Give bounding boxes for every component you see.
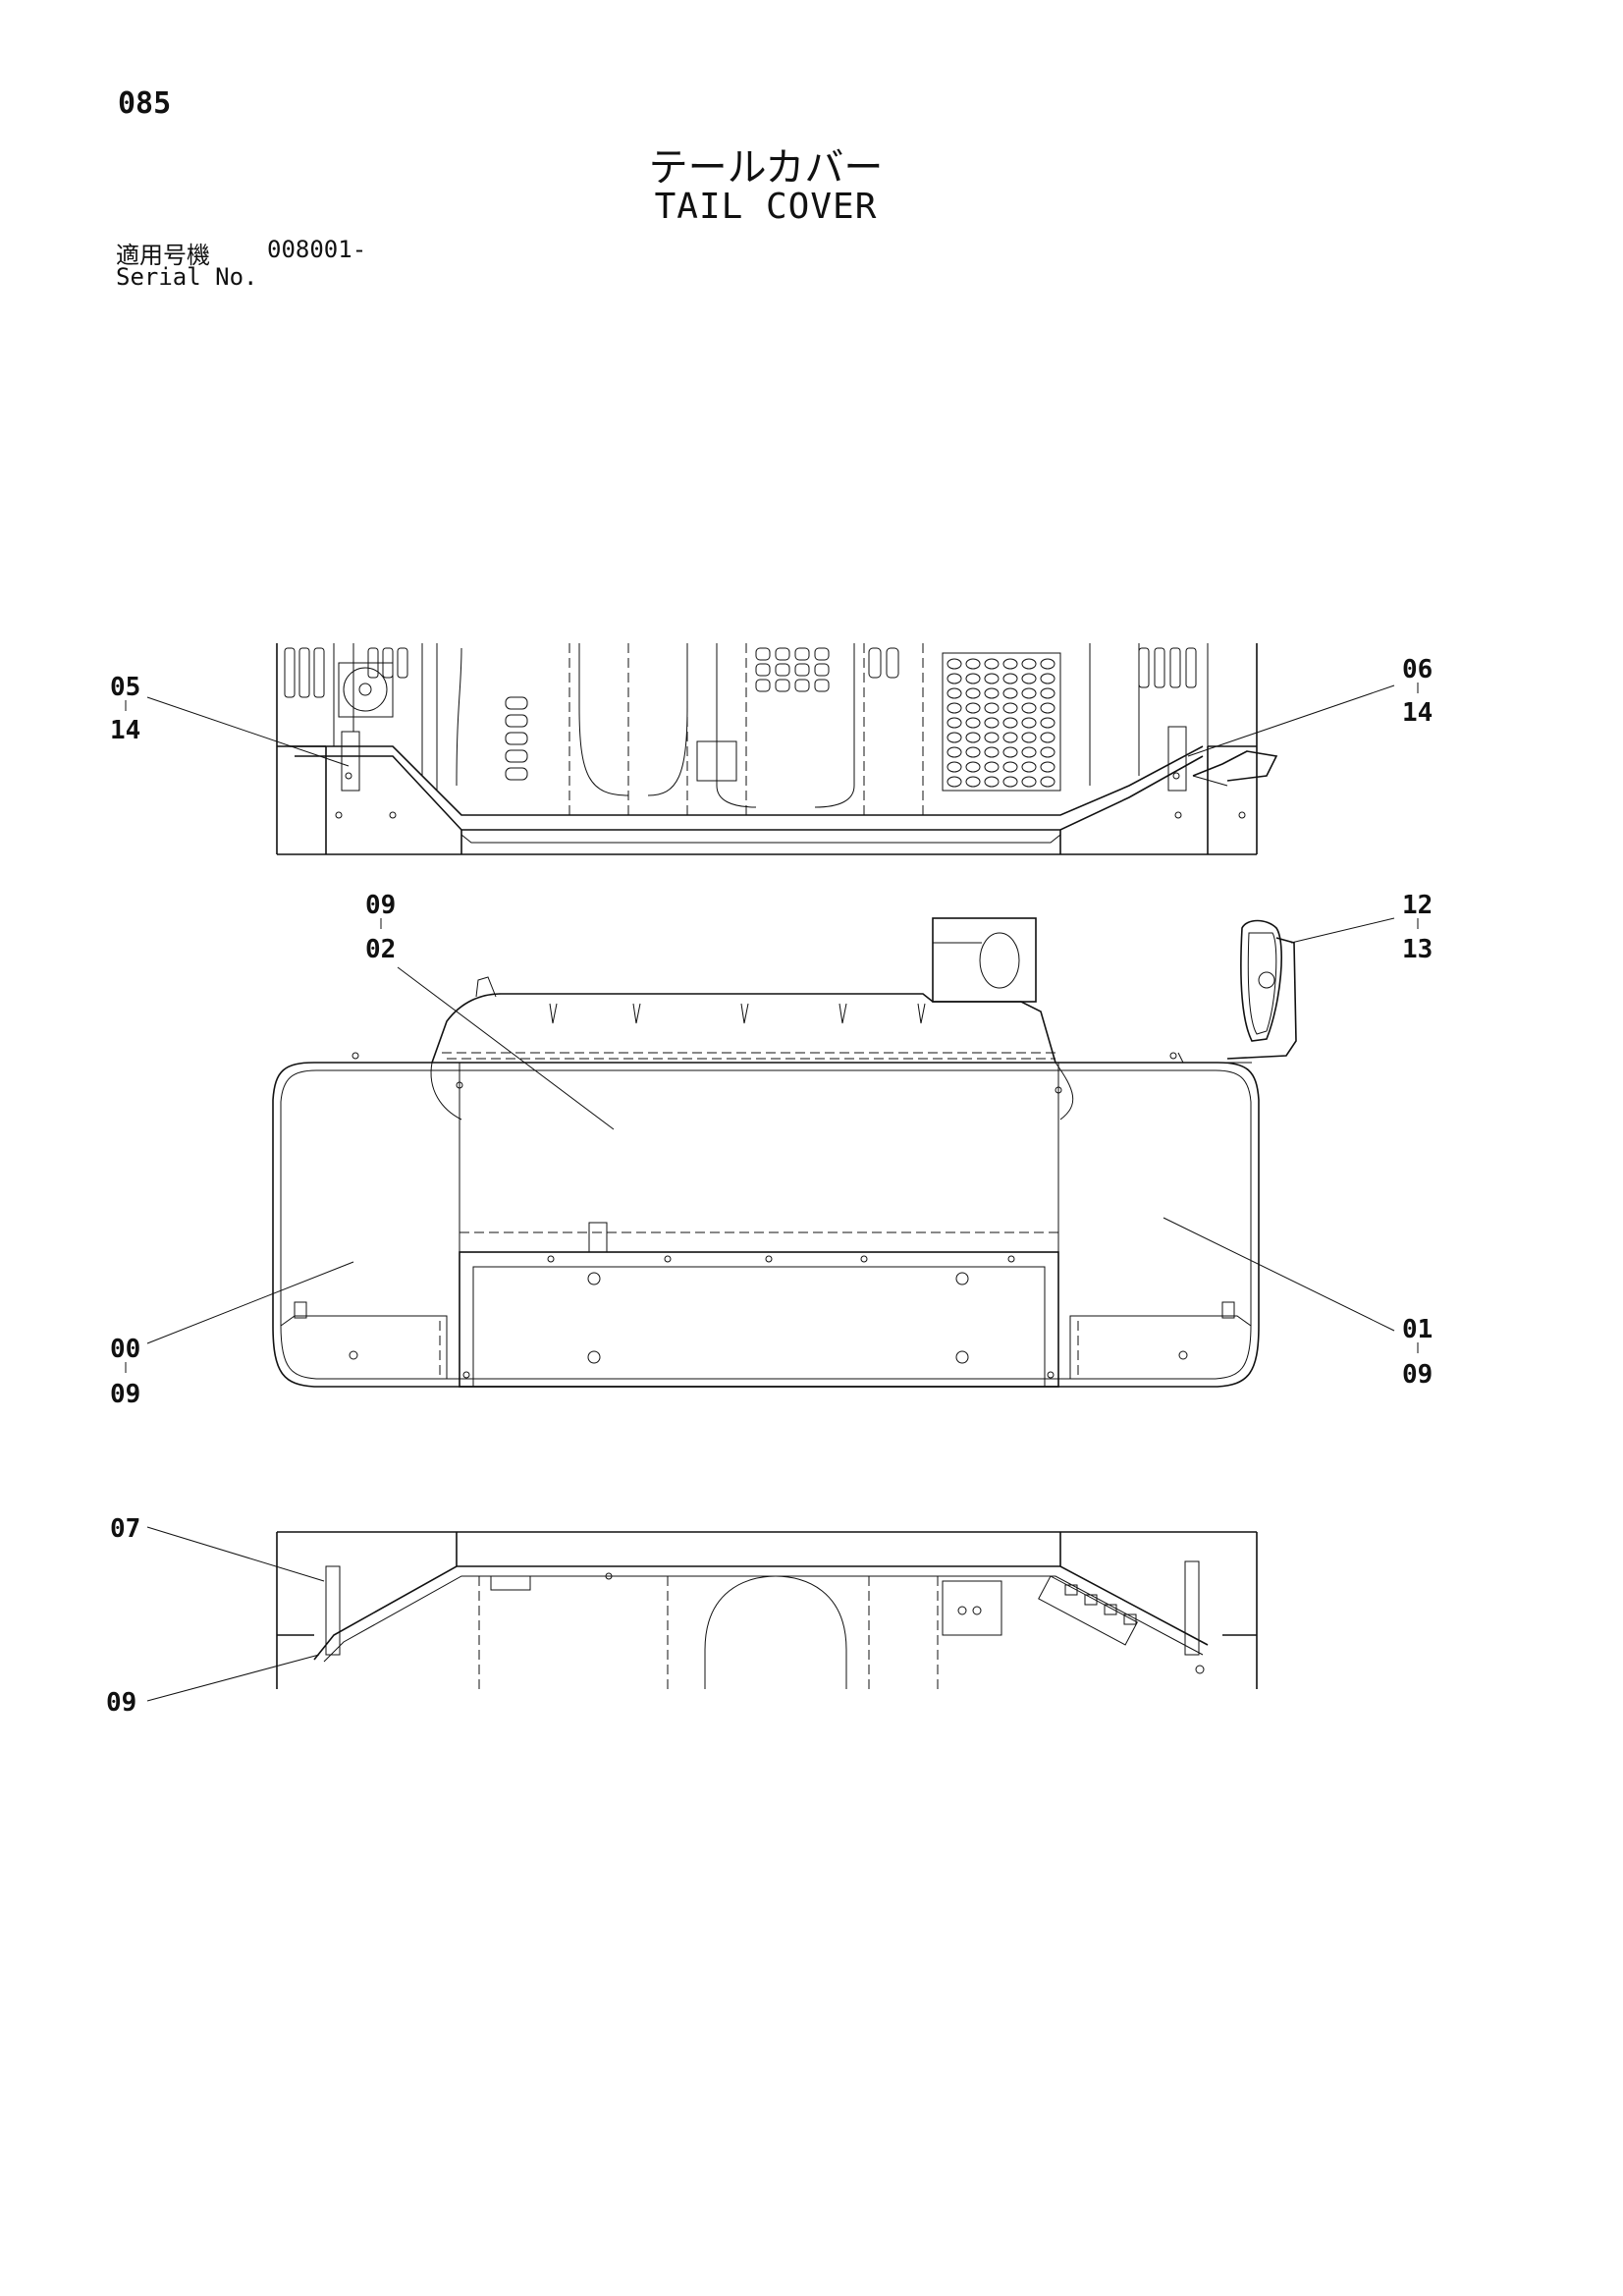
radiator-hole — [947, 673, 962, 684]
radiator-hole — [1002, 746, 1018, 758]
radiator-hole — [1040, 658, 1055, 670]
radiator-hole — [1040, 776, 1055, 788]
radiator-hole — [984, 687, 1000, 699]
radiator-hole — [1002, 687, 1018, 699]
bottom-view-assembly — [276, 1531, 1258, 1689]
radiator-hole — [947, 776, 962, 788]
callout-label-top: 00 — [110, 1335, 140, 1364]
page-title-en: TAIL COVER — [654, 187, 878, 227]
callout-label-bottom: 13 — [1402, 935, 1433, 964]
callout-06-14: 06 14 — [1402, 655, 1433, 728]
radiator-hole — [984, 732, 1000, 743]
callout-07: 07 — [110, 1514, 140, 1544]
radiator-hole — [1021, 702, 1037, 714]
callout-05-14: 05 14 — [110, 673, 140, 745]
callout-label-top: 12 — [1402, 891, 1433, 920]
radiator-hole — [1040, 702, 1055, 714]
radiator-hole — [984, 658, 1000, 670]
radiator-hole — [1021, 732, 1037, 743]
callout-label-top: 07 — [110, 1514, 140, 1544]
callout-12-13: 12 13 — [1402, 891, 1433, 964]
radiator-hole — [1002, 761, 1018, 773]
page-title-jp: テールカバー — [648, 145, 884, 191]
serial-value: 008001- — [267, 236, 367, 263]
radiator-hole — [1021, 746, 1037, 758]
radiator-hole — [965, 732, 981, 743]
callout-label-bottom: 09 — [110, 1380, 140, 1409]
radiator-hole — [984, 746, 1000, 758]
radiator-hole — [947, 687, 962, 699]
callout-label-bottom: 09 — [1402, 1360, 1433, 1390]
radiator-hole — [965, 702, 981, 714]
callout-label-bottom: 14 — [1402, 698, 1433, 728]
radiator-hole — [965, 761, 981, 773]
radiator-hole — [965, 717, 981, 729]
radiator-hole — [947, 732, 962, 743]
radiator-hole — [984, 673, 1000, 684]
radiator-hole — [1002, 717, 1018, 729]
leader-lines — [146, 684, 1395, 1702]
radiator-hole — [1040, 732, 1055, 743]
radiator-hole — [947, 658, 962, 670]
radiator-hole — [1040, 746, 1055, 758]
radiator-hole — [965, 746, 981, 758]
serial-label-en: Serial No. — [116, 263, 258, 291]
radiator-hole — [1021, 717, 1037, 729]
callout-label-top: 06 — [1402, 655, 1433, 684]
callout-label-top: 01 — [1402, 1315, 1433, 1344]
callout-01-09: 01 09 — [1402, 1315, 1433, 1390]
radiator-hole — [947, 761, 962, 773]
callout-09-02: 09 02 — [365, 891, 396, 964]
radiator-hole — [1002, 673, 1018, 684]
radiator-hole — [1040, 717, 1055, 729]
radiator-hole — [1021, 658, 1037, 670]
callout-label-top: 09 — [106, 1688, 136, 1718]
radiator-hole — [965, 687, 981, 699]
page-number: 085 — [118, 86, 172, 121]
radiator-hole — [984, 761, 1000, 773]
radiator-hole — [1021, 776, 1037, 788]
callout-label-top: 05 — [110, 673, 140, 702]
front-view-assembly — [272, 917, 1297, 1388]
callout-label-bottom: 02 — [365, 935, 396, 964]
serial-label-jp: 適用号機 — [116, 242, 210, 269]
radiator-hole — [1040, 687, 1055, 699]
radiator-hole — [965, 658, 981, 670]
callout-label-bottom: 14 — [110, 716, 140, 745]
radiator-hole — [1040, 761, 1055, 773]
radiator-hole — [984, 702, 1000, 714]
radiator-hole — [1002, 658, 1018, 670]
radiator-hole — [947, 717, 962, 729]
top-view-assembly — [276, 643, 1278, 855]
radiator-hole — [1021, 673, 1037, 684]
radiator-hole — [984, 776, 1000, 788]
radiator-hole — [965, 776, 981, 788]
radiator-hole — [947, 702, 962, 714]
radiator-hole — [984, 717, 1000, 729]
radiator-hole — [1002, 776, 1018, 788]
callout-00-09: 00 09 — [110, 1335, 140, 1409]
callout-label-top: 09 — [365, 891, 396, 920]
radiator-hole — [1021, 687, 1037, 699]
radiator-hole — [1002, 702, 1018, 714]
radiator-hole — [947, 746, 962, 758]
radiator-hole — [1040, 673, 1055, 684]
radiator-hole — [1002, 732, 1018, 743]
callout-09: 09 — [106, 1688, 136, 1718]
radiator-hole — [1021, 761, 1037, 773]
radiator-hole — [965, 673, 981, 684]
